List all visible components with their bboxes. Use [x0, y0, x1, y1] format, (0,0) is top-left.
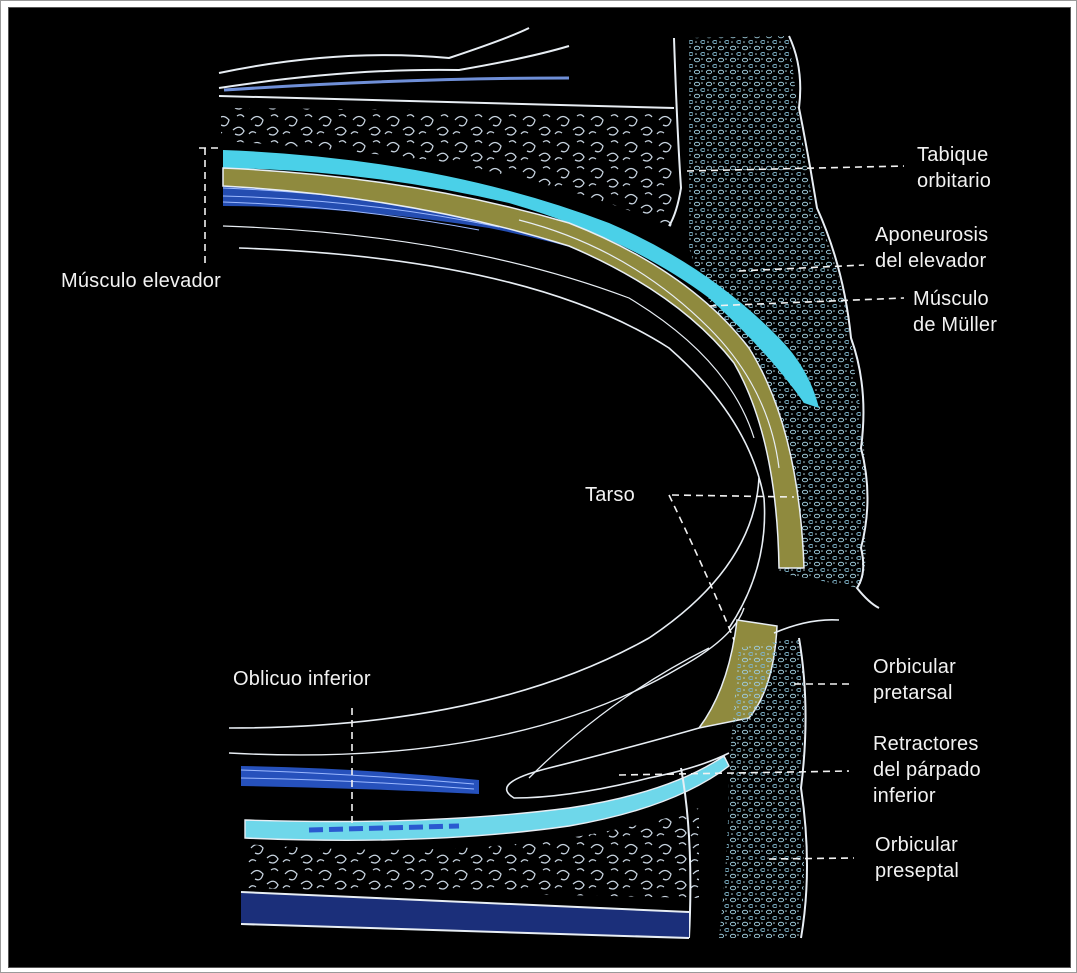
label-line: del elevador	[875, 248, 988, 274]
label-retractores: Retractores del párpado inferior	[873, 731, 981, 809]
label-line: Aponeurosis	[875, 222, 988, 248]
label-line: Retractores	[873, 731, 981, 757]
label-musculo-muller: Músculo de Müller	[913, 286, 997, 338]
label-line: Orbicular	[875, 832, 959, 858]
inferior-rectus-muscle	[241, 766, 479, 794]
label-line: de Müller	[913, 312, 997, 338]
label-line: orbitario	[917, 168, 991, 194]
label-aponeurosis-elevador: Aponeurosis del elevador	[875, 222, 988, 274]
label-tarso: Tarso	[585, 482, 635, 508]
upper-fold-top	[219, 28, 674, 108]
label-orbicular-preseptal: Orbicular preseptal	[875, 832, 959, 884]
label-line: Músculo	[913, 286, 997, 312]
label-line: preseptal	[875, 858, 959, 884]
label-line: pretarsal	[873, 680, 956, 706]
label-tabique-orbitario: Tabique orbitario	[917, 142, 991, 194]
label-oblicuo-inferior: Oblicuo inferior	[233, 666, 371, 692]
diagram-panel: Tabique orbitario Aponeurosis del elevad…	[9, 8, 1070, 967]
label-orbicular-pretarsal: Orbicular pretarsal	[873, 654, 956, 706]
label-musculo-elevador: Músculo elevador	[61, 268, 221, 294]
label-line: del párpado	[873, 757, 981, 783]
label-line: Orbicular	[873, 654, 956, 680]
label-line: inferior	[873, 783, 981, 809]
eyelid-anatomy-diagram	[9, 8, 1070, 967]
label-line: Tabique	[917, 142, 991, 168]
